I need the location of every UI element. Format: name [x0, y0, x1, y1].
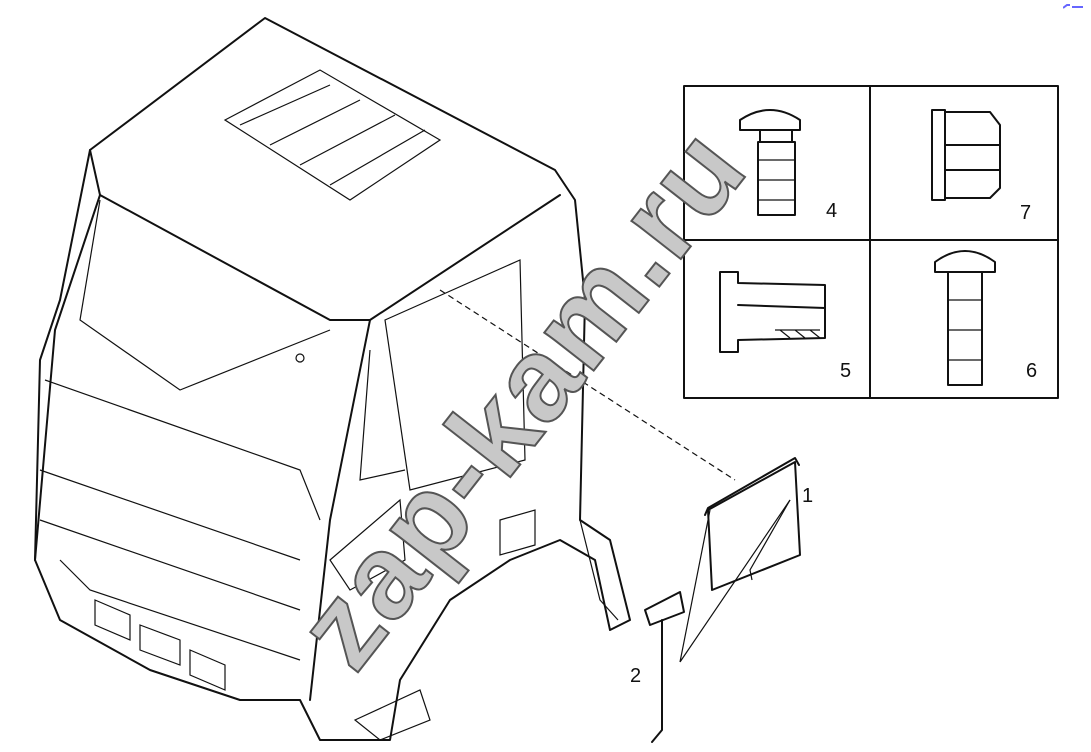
part-1-sun-visor: [704, 457, 801, 591]
label-part-1: 1: [802, 485, 814, 507]
leader-line: [439, 289, 736, 481]
fasteners-inset: [683, 85, 1059, 399]
label-part-2: 2: [630, 665, 642, 687]
truck-cab: [34, 17, 631, 741]
label-part-6: 6: [1026, 360, 1038, 382]
part-2-bracket: [644, 499, 791, 743]
label-part-5: 5: [840, 360, 852, 382]
label-part-7: 7: [1020, 202, 1032, 224]
corner-mark-icon: [1063, 4, 1083, 9]
label-part-4: 4: [826, 200, 838, 222]
